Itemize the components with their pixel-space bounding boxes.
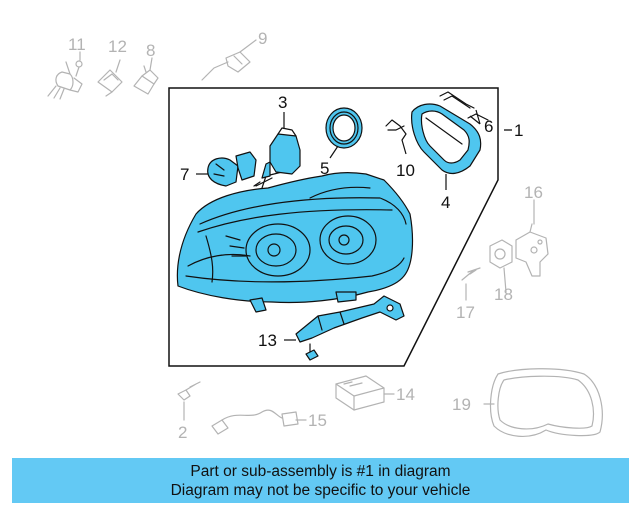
part-2-screw [177, 381, 201, 401]
part-16-bracket [515, 223, 549, 277]
callout-10: 10 [396, 161, 415, 180]
part-11-bulb [47, 60, 83, 100]
callout-4: 4 [441, 193, 450, 212]
part-7-bulb [207, 151, 257, 187]
callout-19: 19 [452, 395, 471, 414]
assembly-boundary [168, 87, 499, 367]
callout-17: 17 [456, 303, 475, 322]
callout-13: 13 [258, 331, 277, 350]
part-10-clip [385, 119, 407, 141]
callout-14: 14 [396, 385, 415, 404]
callout-7: 7 [180, 165, 189, 184]
callout-12: 12 [108, 37, 127, 56]
callout-9: 9 [258, 29, 267, 48]
part-17-screw [461, 267, 481, 281]
part-8-socket [133, 65, 159, 95]
callout-6: 6 [484, 117, 493, 136]
part-19-gasket [489, 368, 603, 437]
banner-line-2: Diagram may not be specific to your vehi… [170, 481, 471, 499]
callout-15: 15 [308, 411, 327, 430]
adjuster-screw [305, 343, 319, 361]
callout-5: 5 [320, 159, 329, 178]
callout-8: 8 [146, 41, 155, 60]
headlamp-assembly [176, 171, 414, 313]
part-4-cover [411, 103, 482, 175]
part-15-harness [211, 409, 299, 435]
part-13-bracket [295, 295, 405, 343]
callout-11: 11 [68, 35, 86, 54]
disclaimer-banner: Part or sub-assembly is #1 in diagram Di… [12, 458, 629, 503]
callout-16: 16 [524, 183, 543, 202]
part-18-adjuster [489, 239, 513, 269]
part-12-bulb [97, 69, 123, 97]
callout-1: 1 [514, 121, 523, 140]
part-14-module [335, 375, 385, 411]
callout-3: 3 [278, 93, 287, 112]
part-9-hid-bulb [201, 51, 251, 81]
callout-18: 18 [494, 285, 513, 304]
part-5-cap [325, 107, 363, 149]
banner-line-1: Part or sub-assembly is #1 in diagram [190, 462, 451, 480]
callout-2: 2 [178, 423, 187, 442]
part-3-igniter [253, 127, 301, 187]
